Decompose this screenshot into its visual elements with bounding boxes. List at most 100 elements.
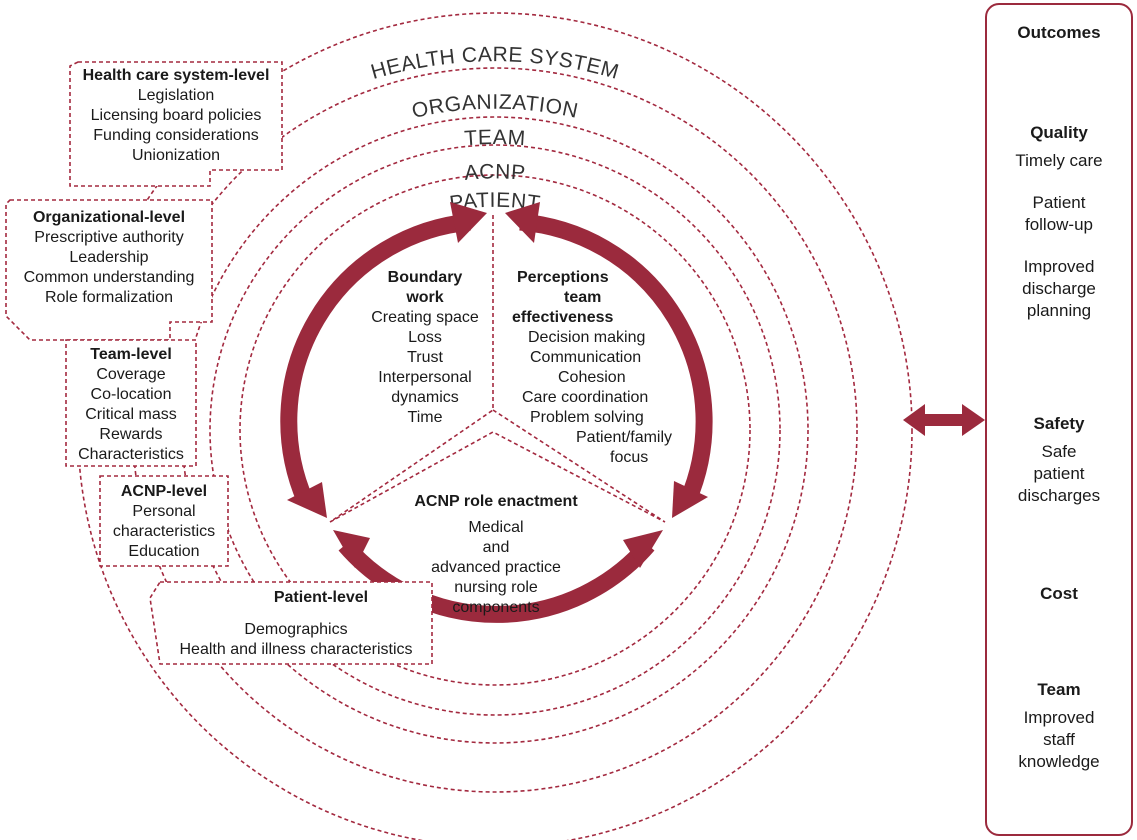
level-title: Health care system-level (82, 67, 270, 84)
core-title: Boundary (387, 269, 463, 286)
level-item: Health and illness characteristics (179, 641, 413, 658)
outcomes-panel (985, 3, 1133, 836)
arrowhead-top-left (450, 202, 487, 243)
outcome-cost: Cost (987, 583, 1131, 605)
level-title: Team-level (90, 346, 172, 363)
level-item: Role formalization (44, 289, 174, 306)
outcome-title: Team (1037, 680, 1081, 699)
core-item: and (482, 539, 510, 556)
outcome-item: knowledge (1018, 752, 1100, 771)
outcome-quality: Quality Timely care Patient follow-up Im… (987, 122, 1131, 322)
outcome-item: staff (1043, 730, 1075, 749)
outcome-item: discharges (1017, 486, 1101, 505)
level-patient: Patient-level Demographics Health and il… (160, 588, 432, 660)
level-organizational: Organizational-level Prescriptive author… (6, 208, 212, 308)
outcome-item: planning (1026, 301, 1092, 320)
level-health-care-system: Health care system-level Legislation Lic… (70, 66, 282, 166)
outcome-item: follow-up (1024, 215, 1094, 234)
outcomes-heading: Outcomes (1017, 23, 1101, 42)
level-item: Unionization (131, 147, 221, 164)
core-item: nursing role (454, 579, 538, 596)
core-item: Communication (530, 349, 642, 366)
level-item: Co-location (90, 386, 172, 403)
core-item: Loss (408, 329, 442, 346)
arrow-left-arc (280, 213, 471, 504)
core-item: Interpersonal (378, 369, 472, 386)
ring-organization (132, 67, 858, 793)
core-title: team (564, 289, 602, 306)
core-title: work (406, 289, 444, 306)
core-item: focus (610, 449, 649, 466)
level-item: Licensing board policies (90, 107, 262, 124)
core-divider (329, 215, 666, 523)
bidirectional-arrow (903, 404, 985, 436)
level-team: Team-level Coverage Co-location Critical… (66, 345, 196, 465)
core-item: Cohesion (558, 369, 626, 386)
core-item: Patient/family (576, 429, 673, 446)
arrowhead-bottom-left (333, 530, 370, 568)
outcome-title: Cost (1040, 584, 1078, 603)
core-acnp-role-enactment: ACNP role enactment Medical and advanced… (385, 492, 607, 618)
level-item: Prescriptive authority (34, 229, 184, 246)
core-item: Decision making (528, 329, 646, 346)
outcome-item: Patient (1032, 193, 1086, 212)
level-item: characteristics (112, 523, 216, 540)
outcome-safety: Safety Safe patient discharges (987, 413, 1131, 507)
core-item: Care coordination (522, 389, 649, 406)
core-item: Trust (407, 349, 443, 366)
arrow-bottom-arc (338, 539, 655, 623)
box-team-level (65, 339, 197, 467)
outcome-item: Timely care (1015, 151, 1103, 170)
level-item: Legislation (137, 87, 215, 104)
outcome-item: Safe (1041, 442, 1077, 461)
core-item: components (452, 599, 540, 616)
arrowhead-right-bottom (672, 481, 708, 518)
core-perceptions: Perceptions team effectiveness Decision … (512, 268, 692, 468)
level-item: Funding considerations (93, 127, 259, 144)
ring-label-acnp: ACNP (463, 160, 526, 185)
level-item: Characteristics (78, 446, 184, 463)
ring-acnp (209, 144, 781, 716)
outcome-title: Quality (1030, 123, 1088, 142)
box-health-care-system-level (69, 61, 283, 187)
core-item: Time (407, 409, 443, 426)
box-patient-level (149, 581, 433, 665)
box-acnp-level (99, 475, 229, 567)
arrowhead-bottom-right (623, 530, 663, 568)
level-item: Rewards (99, 426, 163, 443)
ring-label-health-care-system: HEALTH CARE SYSTEM (368, 43, 621, 84)
level-item: Demographics (244, 621, 348, 638)
core-item: Problem solving (530, 409, 644, 426)
outcome-item: Improved (1023, 257, 1095, 276)
core-item: Creating space (371, 309, 479, 326)
core-boundary-work: Boundary work Creating space Loss Trust … (355, 268, 495, 428)
arrowhead-left-bottom (287, 482, 327, 518)
level-title: Patient-level (273, 589, 369, 606)
ring-label-organization: ORGANIZATION (410, 91, 580, 123)
level-acnp: ACNP-level Personal characteristics Educ… (100, 482, 228, 562)
level-item: Leadership (69, 249, 149, 266)
level-title: ACNP-level (120, 483, 208, 500)
level-item: Coverage (96, 366, 166, 383)
level-item: Common understanding (23, 269, 195, 286)
core-title: Perceptions (517, 269, 609, 286)
core-title: effectiveness (512, 309, 614, 326)
outcome-item: Improved (1023, 708, 1095, 727)
box-organizational-level (5, 199, 213, 341)
core-item: advanced practice (431, 559, 561, 576)
ring-patient (239, 174, 751, 686)
arrow-right-arc (519, 213, 713, 504)
outcome-item: discharge (1022, 279, 1096, 298)
outcome-title: Safety (1033, 414, 1085, 433)
outcome-team: Team Improved staff knowledge (987, 679, 1131, 773)
ring-label-team: TEAM (464, 126, 527, 150)
level-item: Education (128, 543, 200, 560)
level-item: Critical mass (85, 406, 177, 423)
core-item: dynamics (391, 389, 459, 406)
level-item: Personal (132, 503, 196, 520)
arrowhead-top-right (505, 202, 540, 243)
outcomes-title: Outcomes (987, 22, 1131, 44)
core-title: ACNP role enactment (414, 493, 578, 510)
core-item: Medical (468, 519, 524, 536)
